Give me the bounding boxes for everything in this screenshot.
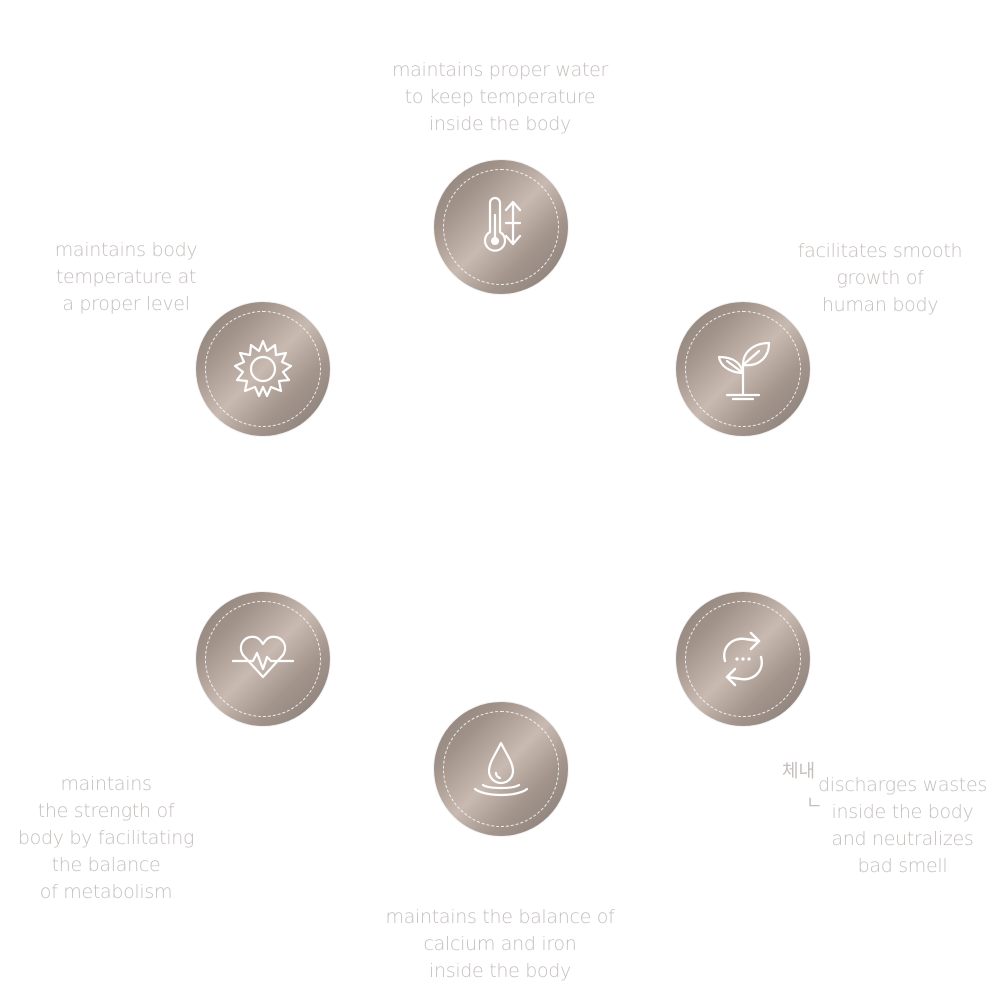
label-line: maintains proper water — [391, 59, 609, 81]
circle-heartbeat — [196, 592, 330, 726]
label-line: maintains the balance of — [385, 906, 615, 928]
sun-icon — [233, 339, 293, 398]
label-line: maintains body — [54, 239, 198, 261]
label-line: temperature at — [55, 266, 197, 288]
water-drop-icon — [473, 741, 529, 797]
heartbeat-icon — [231, 635, 295, 679]
label-line: inside the body — [831, 801, 974, 823]
label-line: a proper level — [62, 293, 190, 315]
thermometer-arrows-icon — [483, 196, 522, 252]
label-line: bad smell — [857, 855, 948, 877]
circle-water-drop — [434, 702, 568, 836]
recycle-arrows-icon — [723, 631, 763, 687]
circle-sprout — [676, 302, 810, 436]
label-line: and neutralizes — [831, 828, 974, 850]
label-line: inside the body — [429, 960, 571, 982]
label-line: to keep temperature — [404, 86, 596, 108]
label-line: the balance — [51, 854, 161, 876]
circle-thermometer — [434, 160, 568, 294]
label-temperature-water: maintains proper water to keep temperatu… — [380, 57, 620, 138]
stray-korean-jamo: ㄴ — [806, 793, 823, 814]
label-body-temperature: maintains body temperature at a proper l… — [26, 237, 226, 318]
label-metabolism: maintains the strength of body by facili… — [6, 771, 206, 906]
label-line: body by facilitating — [17, 827, 195, 849]
label-wastes: discharges wastes inside the body and ne… — [810, 772, 995, 880]
label-line: the strength of — [37, 800, 175, 822]
stray-korean-text: 체내 — [782, 761, 816, 782]
label-line: maintains — [60, 773, 152, 795]
label-line: inside the body — [429, 113, 571, 135]
label-line: calcium and iron — [423, 933, 577, 955]
sprout-icon — [717, 341, 771, 401]
label-growth: facilitates smooth growth of human body — [780, 238, 980, 319]
circle-sun — [196, 302, 330, 436]
label-line: of metabolism — [39, 881, 173, 903]
label-line: facilitates smooth — [797, 240, 963, 262]
label-line: growth of — [836, 267, 924, 289]
label-calcium-iron: maintains the balance of calcium and iro… — [370, 904, 630, 985]
label-line: discharges wastes — [818, 774, 987, 796]
circle-recycle — [676, 592, 810, 726]
label-line: human body — [821, 294, 939, 316]
